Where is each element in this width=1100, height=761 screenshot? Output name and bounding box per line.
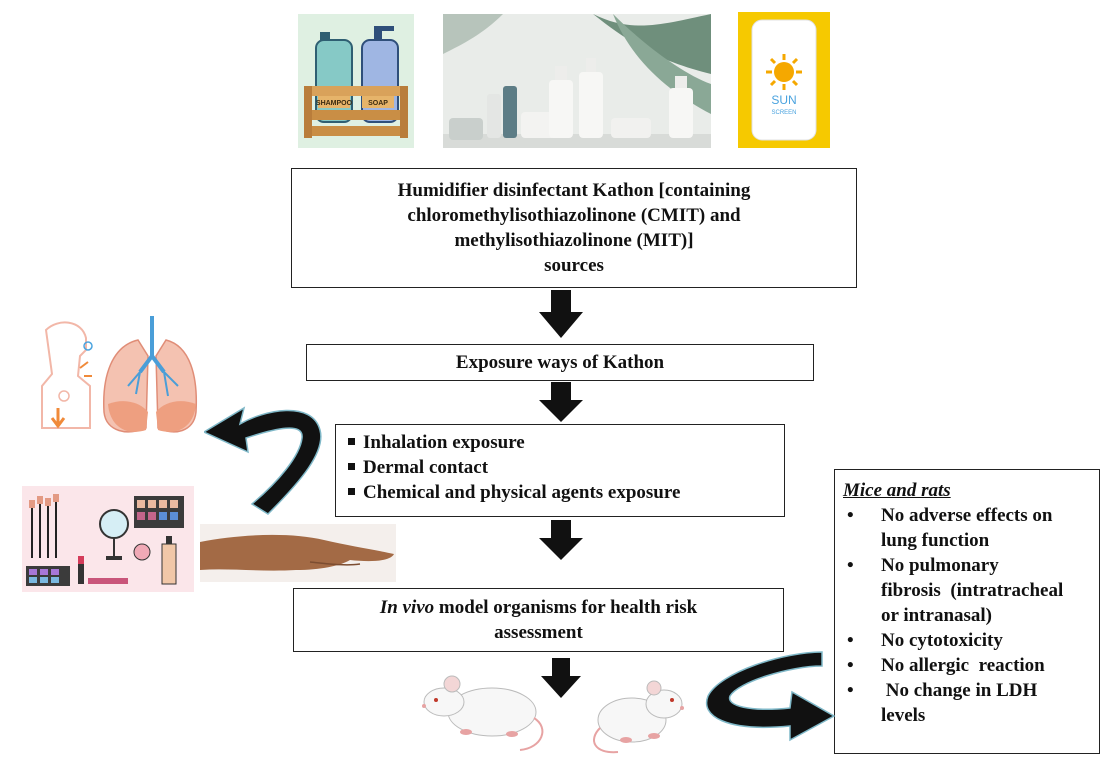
- square-bullet-icon: [348, 438, 355, 445]
- route-item: Chemical and physical agents exposure: [336, 480, 784, 505]
- sources-line-1: Humidifier disinfectant Kathon [containi…: [397, 180, 751, 201]
- down-arrow-4: [541, 658, 581, 698]
- mice-result-text: levels: [881, 705, 926, 726]
- in-vivo-italic: In vivo: [379, 597, 435, 618]
- route-chemical-physical: Chemical and physical agents exposure: [363, 482, 681, 503]
- sunscreen-image: SUN SCREEN: [738, 12, 830, 148]
- sources-line-3: methylisothiazolinone (MIT)]: [454, 230, 694, 251]
- exposure-ways-title: Exposure ways of Kathon: [455, 352, 665, 373]
- soap-label: SOAP: [368, 100, 388, 107]
- mice-result-text: No pulmonary: [881, 555, 999, 576]
- shampoo-label: SHAMPOO: [316, 100, 353, 107]
- route-inhalation: Inhalation exposure: [363, 432, 525, 453]
- mice-result-text: No allergic reaction: [881, 655, 1045, 676]
- in-vivo-line-1: In vivo model organisms for health risk: [380, 595, 697, 620]
- mice-result-text: fibrosis (intratracheal: [881, 580, 1064, 601]
- respiratory-system-image: [28, 316, 200, 444]
- exposure-ways-box: Exposure ways of Kathon: [306, 344, 814, 381]
- in-vivo-line-1-rest: model organisms for health risk: [434, 597, 698, 618]
- mice-result-text: or intranasal): [881, 605, 993, 626]
- sources-line-4: sources: [544, 255, 604, 276]
- down-arrow-2: [539, 382, 583, 422]
- bullet-icon: •: [847, 655, 854, 676]
- mice-result-item: • No pulmonary fibrosis (intratracheal or i…: [843, 553, 1093, 628]
- shampoo-soap-image: SHAMPOO SOAP: [298, 14, 414, 148]
- sources-line-2: chloromethylisothiazolinone (CMIT) and: [407, 205, 741, 226]
- bullet-icon: •: [847, 505, 854, 526]
- cosmetic-bottles-image: [443, 14, 711, 148]
- mice-result-item: • No adverse effects on lung function: [843, 503, 1093, 553]
- route-dermal: Dermal contact: [363, 457, 489, 478]
- rat-image: [584, 670, 698, 756]
- square-bullet-icon: [348, 463, 355, 470]
- bullet-icon: •: [847, 680, 854, 701]
- in-vivo-box: In vivo model organisms for health risk …: [293, 588, 784, 652]
- down-arrow-3: [539, 520, 583, 560]
- cosmetics-image: [22, 486, 194, 592]
- mice-result-text: lung function: [881, 530, 990, 551]
- mice-rats-list: • No adverse effects on lung function • No p…: [843, 503, 1093, 728]
- mice-rats-title: Mice and rats: [843, 480, 951, 501]
- bullet-icon: •: [847, 630, 854, 651]
- hand-image: [200, 524, 396, 582]
- mice-result-text: No change in LDH: [881, 680, 1038, 701]
- mice-result-item: • No cytotoxicity: [843, 628, 1093, 653]
- exposure-routes-box: Inhalation exposure Dermal contact Chemi…: [335, 424, 785, 517]
- mice-result-text: No adverse effects on: [881, 505, 1053, 526]
- square-bullet-icon: [348, 488, 355, 495]
- sunscreen-label-screen: SCREEN: [771, 110, 796, 116]
- curved-arrow-to-results: [705, 651, 836, 742]
- bullet-icon: •: [847, 555, 854, 576]
- route-item: Dermal contact: [336, 455, 784, 480]
- curved-arrow-to-lungs: [204, 406, 322, 515]
- sources-box: Humidifier disinfectant Kathon [containi…: [291, 168, 857, 288]
- mice-result-text: No cytotoxicity: [881, 630, 1003, 651]
- in-vivo-line-2: assessment: [494, 622, 583, 643]
- route-item: Inhalation exposure: [336, 430, 784, 455]
- sunscreen-label-sun: SUN: [771, 93, 796, 107]
- down-arrow-1: [539, 290, 583, 338]
- mouse-image: [414, 668, 554, 754]
- mice-result-item: • No allergic reaction: [843, 653, 1093, 678]
- mice-rats-box: Mice and rats • No adverse effects on lung…: [834, 469, 1100, 754]
- mice-result-item: • No change in LDH levels: [843, 678, 1093, 728]
